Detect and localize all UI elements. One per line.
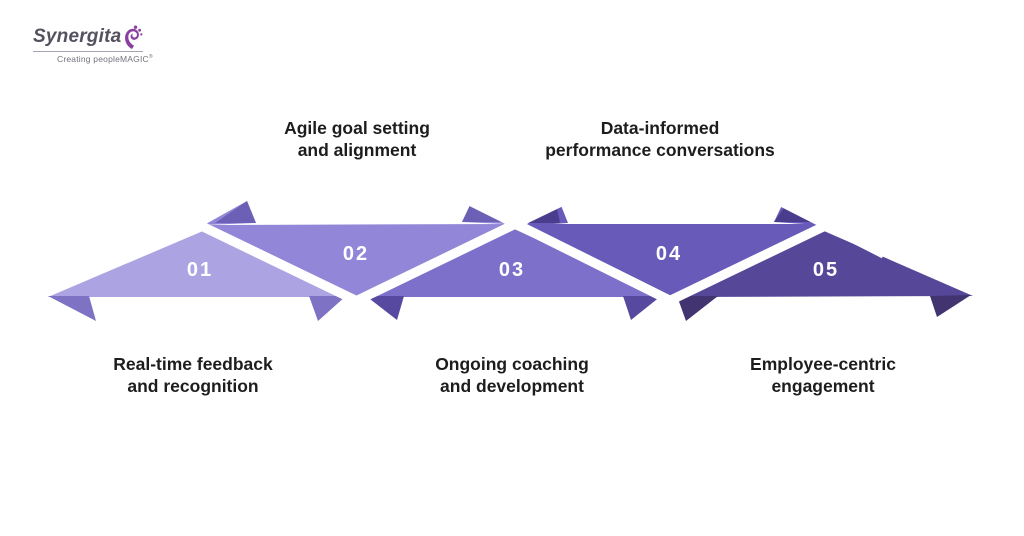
- label-step-04: Data-informed performance conversations: [545, 118, 775, 160]
- label-step-05: Employee-centric engagement: [750, 354, 896, 396]
- logo-divider: [33, 51, 143, 52]
- step-03-left-arrow-flap: [366, 296, 404, 320]
- trademark-symbol: ®: [148, 54, 153, 61]
- step-03-shape: [366, 228, 663, 297]
- step-01-left-arrow-flap: [48, 296, 96, 321]
- step-04-number: 04: [656, 243, 682, 265]
- synergita-logo: Synergita Creating peopleMAGIC®: [33, 24, 153, 64]
- step-05-shape: [675, 231, 973, 297]
- label-step-01: Real-time feedback and recognition: [113, 354, 273, 396]
- logo-wordmark: Synergita: [33, 26, 122, 47]
- step-05-right-arrow-flap: [930, 295, 971, 317]
- step-02-left-arrowhead-flap: [215, 201, 256, 223]
- label-step-03: Ongoing coaching and development: [435, 354, 589, 396]
- step-02-shape: [204, 224, 516, 297]
- step-03-number: 03: [499, 259, 525, 281]
- step-05-number: 05: [813, 259, 839, 281]
- swirl-flame-icon: [125, 25, 143, 49]
- step-02-number: 02: [343, 243, 369, 265]
- step-01-number: 01: [187, 259, 213, 281]
- step-04-shape: [522, 224, 824, 297]
- step-03-right-arrow-flap: [623, 296, 661, 320]
- step-01-right-arrow-flap: [309, 296, 346, 321]
- logo-tagline: Creating peopleMAGIC®: [57, 54, 153, 64]
- step-05-left-arrow-flap: [677, 296, 718, 321]
- step-01-shape: [48, 231, 350, 297]
- label-step-02: Agile goal setting and alignment: [284, 118, 430, 160]
- white-gap-lines: [157, 192, 887, 307]
